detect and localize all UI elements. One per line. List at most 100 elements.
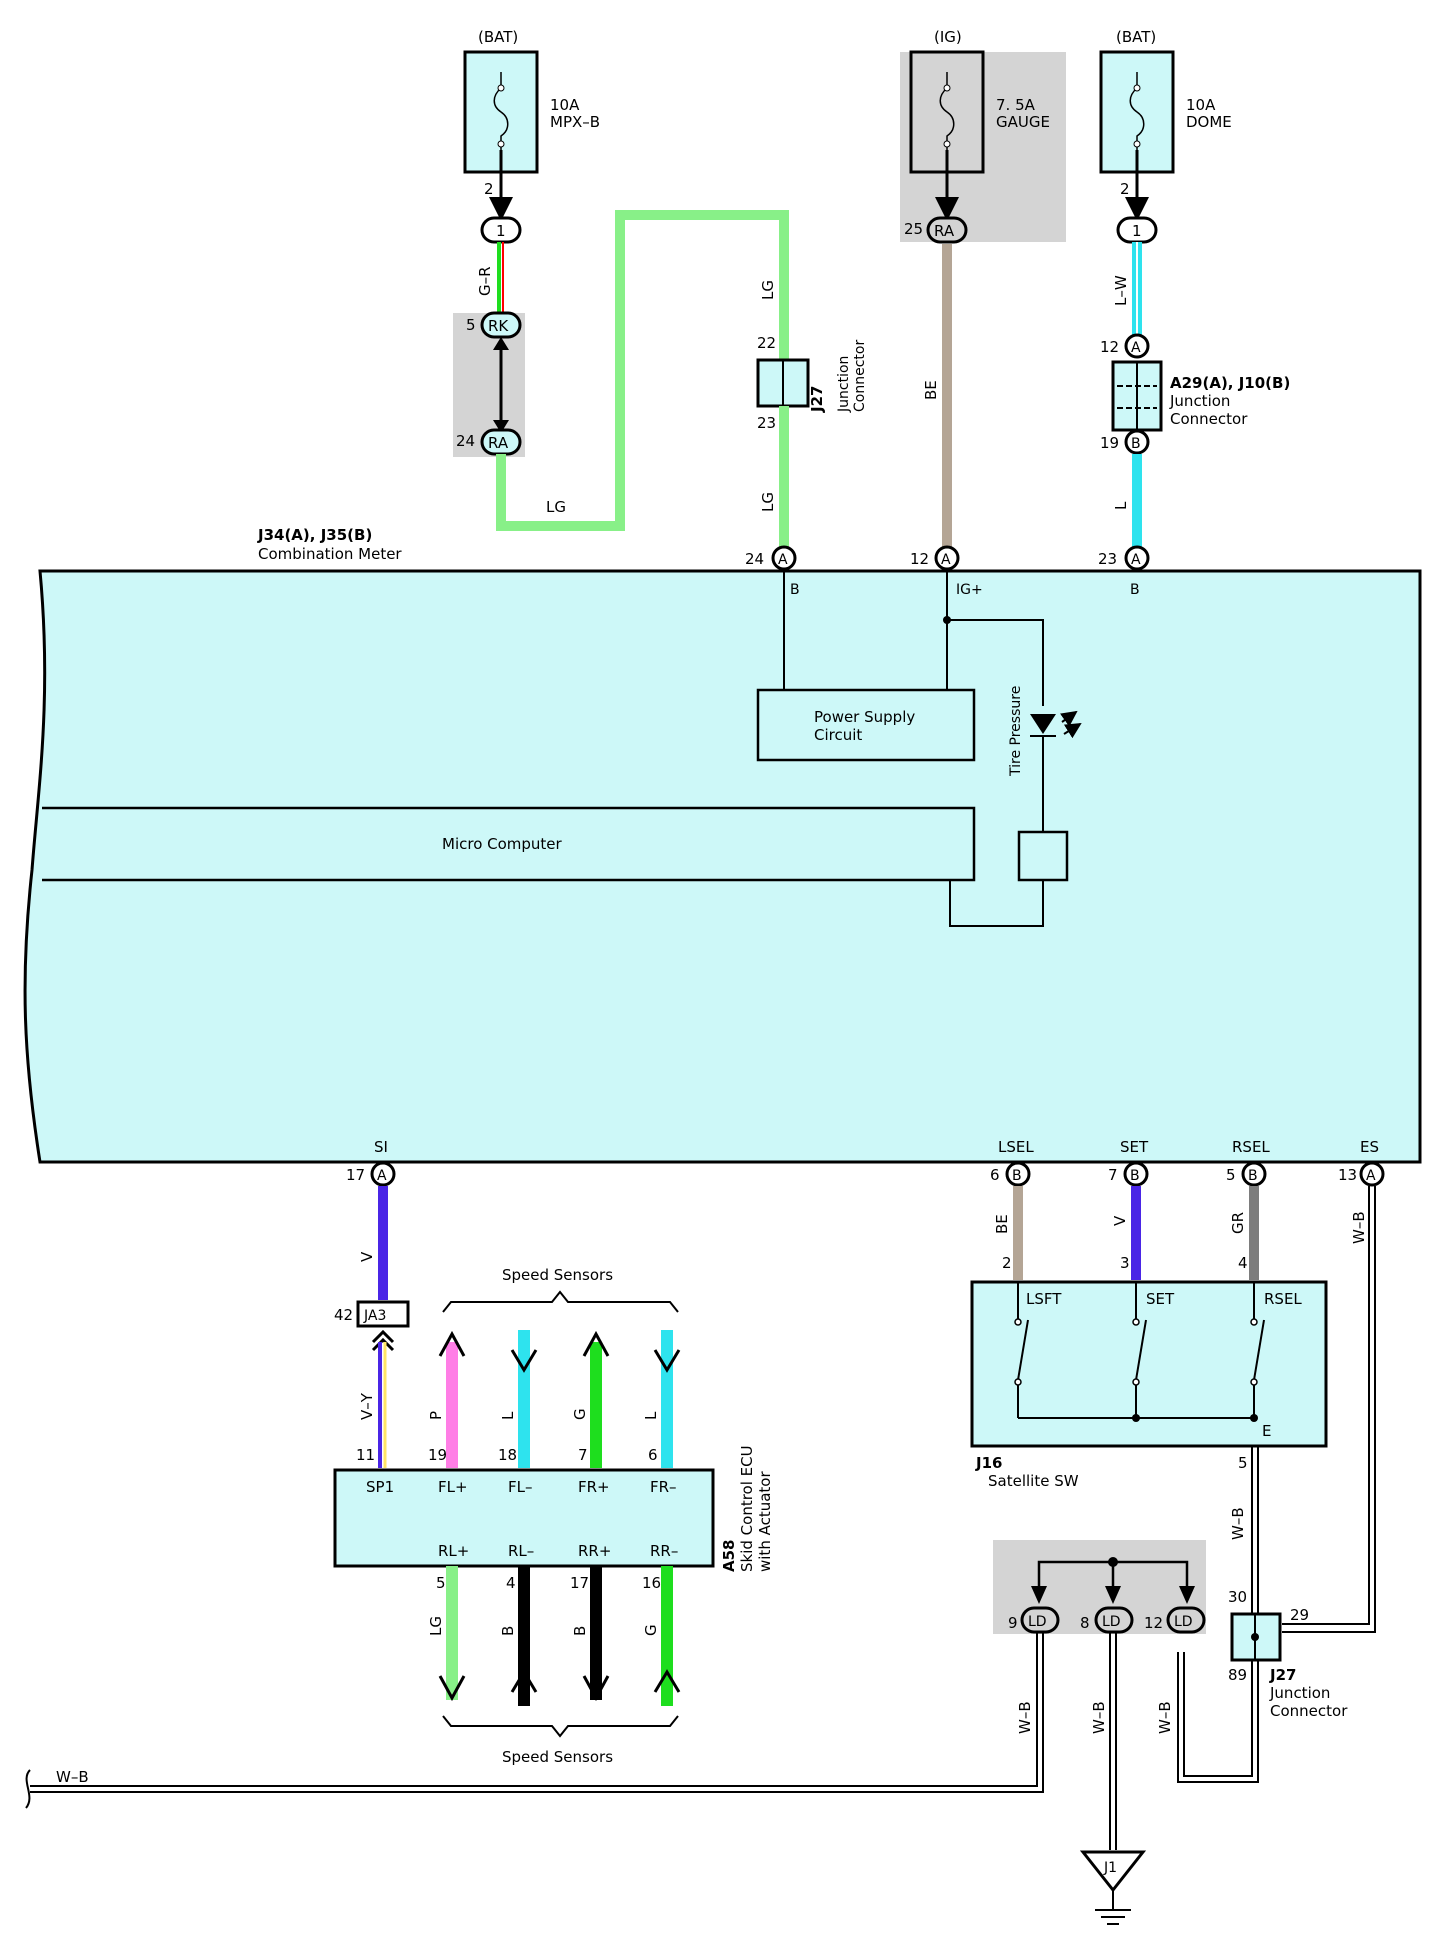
wire-lg-label: LG — [546, 498, 566, 516]
svg-text:Circuit: Circuit — [814, 726, 862, 744]
svg-text:SET: SET — [1120, 1138, 1149, 1156]
svg-text:V: V — [358, 1251, 376, 1262]
fuse-mpx-pin: 2 — [484, 180, 494, 198]
svg-text:7. 5A: 7. 5A — [996, 96, 1036, 114]
svg-text:P: P — [427, 1411, 445, 1420]
fuse-mpx-rating: 10A — [550, 96, 580, 114]
svg-text:12: 12 — [1144, 1614, 1163, 1632]
ecu-wire-fr-plus: G — [571, 1330, 610, 1468]
ecu-pin-5: 5 — [436, 1574, 446, 1592]
connector-ja3: 42 JA3 — [334, 1300, 410, 1328]
svg-text:RL+: RL+ — [438, 1542, 469, 1560]
svg-text:G: G — [571, 1408, 589, 1420]
svg-text:24: 24 — [745, 550, 764, 568]
svg-text:25: 25 — [904, 220, 923, 238]
satellite-id: J16 — [975, 1454, 1002, 1472]
satellite-wire-v: V 3 — [1111, 1186, 1141, 1280]
ecu-wire-rr-minus: G — [642, 1566, 681, 1706]
satellite-name: Satellite SW — [988, 1472, 1079, 1490]
svg-text:12: 12 — [1100, 338, 1119, 356]
ecu-pin-16: 16 — [642, 1574, 661, 1592]
svg-text:(BAT): (BAT) — [1116, 28, 1156, 46]
svg-text:4: 4 — [1238, 1254, 1248, 1272]
svg-text:RL–: RL– — [508, 1542, 534, 1560]
svg-text:5: 5 — [466, 316, 476, 334]
junction-a29-j10: 12 A A29(A), J10(B) Junction Connector 1… — [1100, 333, 1290, 455]
svg-text:A: A — [1131, 552, 1141, 568]
ecu-pin-17: 17 — [570, 1574, 589, 1592]
svg-text:RSEL: RSEL — [1232, 1138, 1270, 1156]
svg-text:V: V — [1111, 1215, 1129, 1226]
fuse-mpx-b: (BAT) 10A MPX–B 2 — [463, 28, 600, 198]
svg-text:FR–: FR– — [650, 1478, 677, 1496]
svg-text:SP1: SP1 — [366, 1478, 394, 1496]
svg-text:2: 2 — [1120, 180, 1130, 198]
j27b-pin30: 30 — [1228, 1588, 1247, 1606]
svg-text:L: L — [642, 1411, 660, 1420]
svg-text:LD: LD — [1102, 1614, 1121, 1630]
svg-text:7: 7 — [1108, 1166, 1118, 1184]
svg-text:IG+: IG+ — [956, 582, 983, 598]
svg-text:23: 23 — [1098, 550, 1117, 568]
ld-wire-12: W–B — [1156, 1701, 1174, 1734]
svg-text:JA3: JA3 — [363, 1308, 386, 1324]
connector-dome-1: 1 — [1116, 216, 1158, 244]
svg-text:Junction: Junction — [836, 356, 852, 413]
svg-text:RK: RK — [488, 317, 509, 335]
svg-text:LD: LD — [1028, 1614, 1047, 1630]
svg-text:A: A — [1131, 340, 1141, 356]
svg-text:B: B — [1130, 1168, 1140, 1184]
satellite-wire-be: BE 2 — [993, 1186, 1023, 1280]
connector-gauge-ra: RA — [926, 216, 968, 244]
ld-wire-8: W–B — [1090, 1701, 1108, 1734]
svg-text:SET: SET — [1146, 1290, 1175, 1308]
svg-text:LG: LG — [759, 280, 777, 300]
svg-text:A: A — [941, 552, 951, 568]
svg-text:42: 42 — [334, 1306, 353, 1324]
meter-id: J34(A), J35(B) — [257, 526, 372, 544]
wire-g-r: G–R — [476, 266, 494, 296]
svg-text:A58: A58 — [720, 1540, 738, 1572]
svg-text:17: 17 — [346, 1166, 365, 1184]
svg-text:12: 12 — [910, 550, 929, 568]
j27b-pin29: 29 — [1290, 1606, 1309, 1624]
connector-mpx-1: 1 — [480, 216, 522, 244]
svg-text:B: B — [499, 1626, 517, 1636]
meter-pin-si: SI 17 A — [346, 1138, 396, 1187]
svg-text:G: G — [642, 1624, 660, 1636]
connector-ld-12: 12 LD — [1144, 1606, 1206, 1634]
svg-text:9: 9 — [1008, 1614, 1018, 1632]
svg-text:Skid Control ECU: Skid Control ECU — [738, 1445, 756, 1572]
ecu-pin-7: 7 — [578, 1446, 588, 1464]
svg-text:B: B — [1131, 436, 1141, 452]
svg-text:89: 89 — [1228, 1666, 1247, 1684]
svg-text:Tire Pressure: Tire Pressure — [1008, 686, 1024, 777]
wire-l-w-label: L–W — [1112, 275, 1130, 306]
svg-text:RR–: RR– — [650, 1542, 678, 1560]
ground-j1: J1 — [1079, 1850, 1147, 1925]
svg-text:Connector: Connector — [1170, 410, 1248, 428]
ecu-wire-rl-plus: LG — [427, 1566, 466, 1702]
ecu-pin-18: 18 — [498, 1446, 517, 1464]
meter-pin-set: SET 7 B — [1108, 1138, 1149, 1187]
svg-text:L: L — [499, 1411, 517, 1420]
power-supply-circuit: Power Supply Circuit — [756, 688, 976, 762]
svg-text:BE: BE — [993, 1214, 1011, 1234]
svg-text:5: 5 — [1226, 1166, 1236, 1184]
svg-text:FL+: FL+ — [438, 1478, 468, 1496]
svg-text:LSFT: LSFT — [1026, 1290, 1062, 1308]
satellite-wire-gr: GR 4 — [1229, 1186, 1259, 1280]
svg-text:J27: J27 — [808, 386, 826, 413]
svg-text:ES: ES — [1360, 1138, 1379, 1156]
fuse-mpx-name: MPX–B — [550, 113, 600, 131]
es-wire-label: W–B — [1350, 1211, 1368, 1244]
svg-text:13: 13 — [1338, 1166, 1357, 1184]
svg-text:GAUGE: GAUGE — [996, 113, 1050, 131]
connector-rk: 5 RK — [466, 311, 522, 339]
fuse-dome: (BAT) 10A DOME 2 — [1099, 28, 1232, 198]
svg-text:DOME: DOME — [1186, 113, 1232, 131]
svg-text:(IG): (IG) — [934, 28, 962, 46]
svg-text:22: 22 — [757, 334, 776, 352]
svg-text:10A: 10A — [1186, 96, 1216, 114]
